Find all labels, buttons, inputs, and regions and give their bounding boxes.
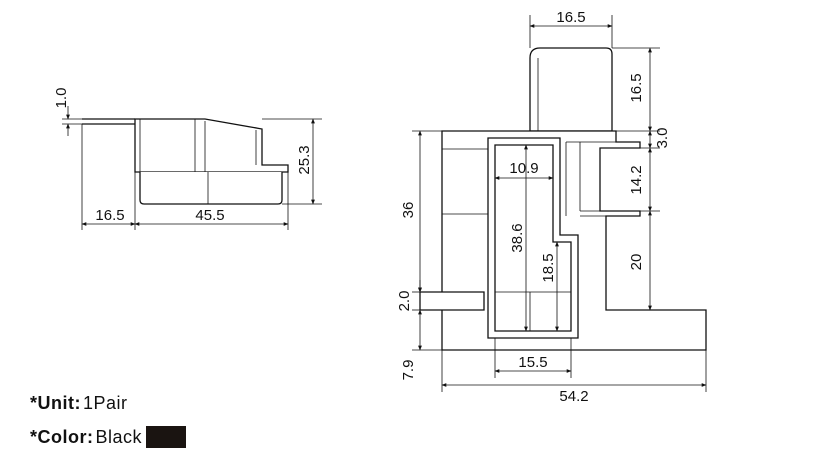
dim-bottom-slot-width: 15.5 — [518, 354, 547, 371]
spec-list: *Unit: 1Pair *Color: Black — [30, 386, 187, 454]
dim-slot-height: 38.6 — [509, 223, 526, 252]
dim-base-width: 54.2 — [559, 388, 588, 405]
color-label: *Color: — [30, 426, 94, 447]
unit-row: *Unit: 1Pair — [30, 386, 186, 420]
profile-view: 16.5 16.5 3.0 14.2 20 36 2.0 7.9 10.9 38… — [396, 9, 707, 405]
color-swatch — [146, 426, 187, 448]
color-value: Black — [95, 426, 143, 447]
dim-lower-right-height: 20 — [628, 254, 645, 271]
dim-inner-height: 18.5 — [540, 253, 557, 282]
dim-left-width: 16.5 — [95, 207, 124, 224]
dim-top-width: 16.5 — [556, 9, 585, 26]
dim-slot-width: 10.9 — [509, 160, 538, 177]
unit-value: 1Pair — [83, 392, 128, 413]
side-view: 1.0 25.3 16.5 45.5 — [53, 88, 322, 230]
dim-top-height: 16.5 — [628, 73, 645, 102]
dim-main-width: 45.5 — [195, 207, 224, 224]
dim-top-thickness: 1.0 — [53, 88, 70, 109]
dim-tab-height: 2.0 — [396, 291, 413, 312]
dim-base-height: 7.9 — [400, 360, 417, 381]
dim-side-height: 25.3 — [296, 145, 313, 174]
dim-upper-right-height: 14.2 — [628, 165, 645, 194]
color-row: *Color: Black — [30, 420, 187, 454]
unit-label: *Unit: — [30, 392, 81, 413]
dim-step-height: 3.0 — [654, 128, 671, 149]
dim-overall-height: 36 — [400, 202, 417, 219]
